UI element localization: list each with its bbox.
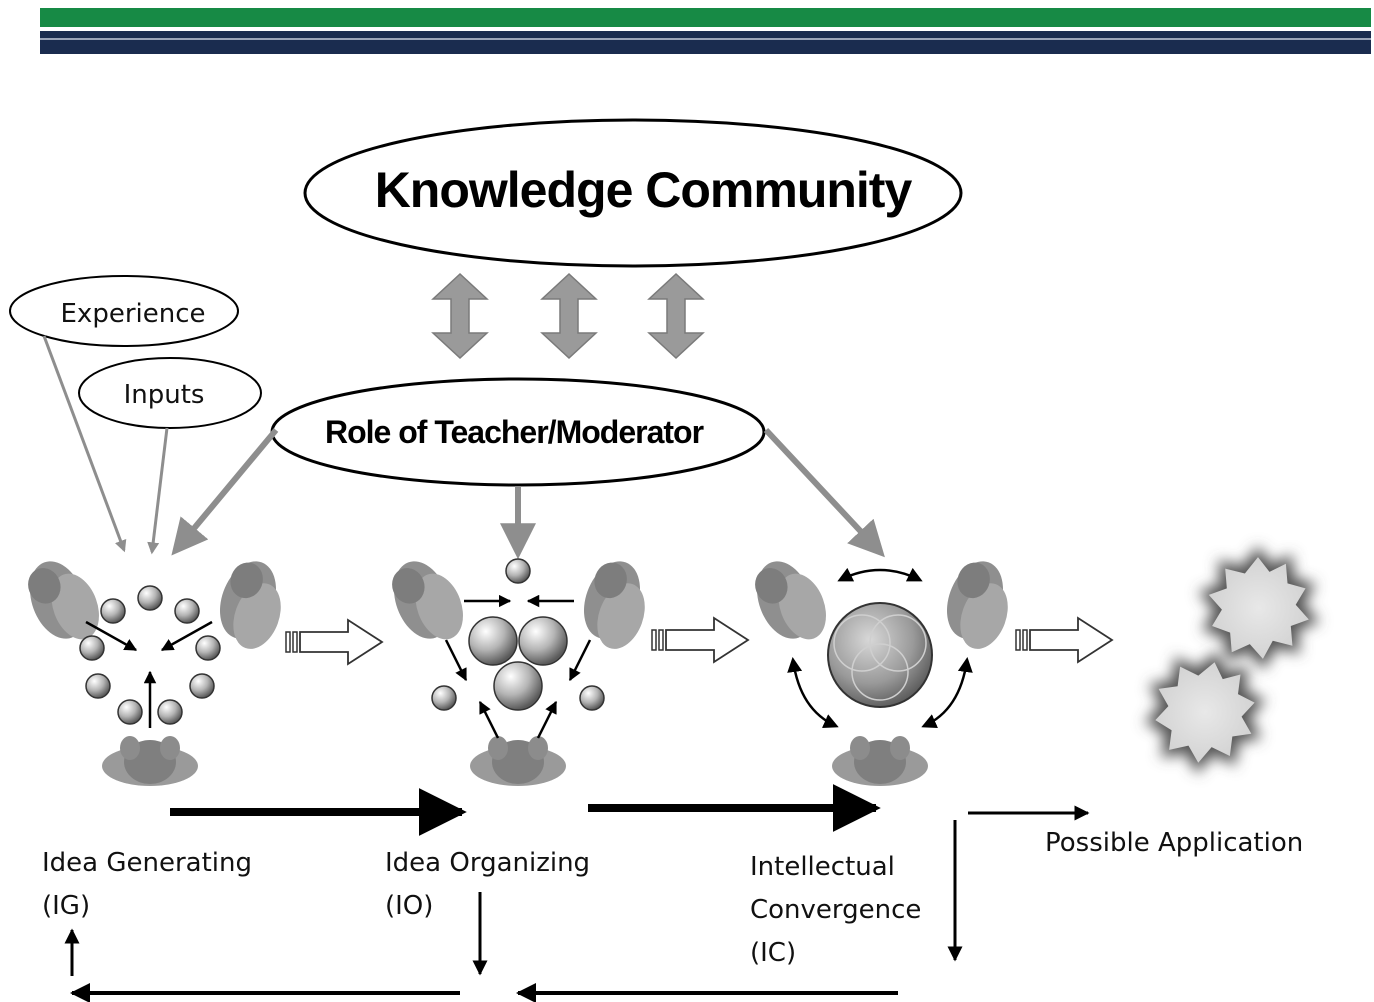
- stage-ic-label-2: Convergence: [750, 895, 921, 925]
- knowledge-community-title: Knowledge Community: [375, 162, 913, 218]
- stage-io-label: Idea Organizing: [385, 848, 590, 878]
- double-arrow-icon: [648, 273, 704, 359]
- stage-ig-label: Idea Generating: [42, 848, 252, 878]
- stage-io-abbr: (IO): [385, 891, 433, 921]
- double-arrow-icon: [432, 273, 488, 359]
- gears-icon: [1132, 546, 1320, 786]
- role-arrow-left: [171, 428, 279, 556]
- double-arrow-icon: [541, 273, 597, 359]
- inputs-oval: [78, 357, 262, 429]
- banner-green-band: [40, 8, 1371, 27]
- knowledge-community-oval: [303, 118, 963, 268]
- stage-ic-abbr: (IC): [750, 938, 796, 968]
- stage-ig-abbr: (IG): [42, 891, 90, 921]
- experience-arrow: [42, 335, 127, 553]
- flow-arrow-icon: [285, 619, 383, 665]
- flow-arrow-icon: [651, 617, 749, 663]
- role-label: Role of Teacher/Moderator: [325, 414, 704, 450]
- intellectual-convergence-cluster: [746, 550, 1023, 786]
- banner-navy-band: [40, 31, 1371, 54]
- flow-arrow-icon: [1015, 617, 1113, 663]
- experience-oval: [9, 275, 239, 347]
- inputs-arrow: [147, 427, 169, 555]
- role-arrow-right: [763, 427, 885, 558]
- experience-label: Experience: [61, 299, 206, 329]
- inputs-label: Inputs: [124, 380, 205, 410]
- possible-application-label: Possible Application: [1045, 828, 1303, 858]
- idea-generating-cluster: [19, 550, 296, 786]
- stage-ic-label-1: Intellectual: [750, 852, 895, 882]
- header-banner: [40, 8, 1371, 54]
- idea-organizing-cluster: [383, 550, 660, 786]
